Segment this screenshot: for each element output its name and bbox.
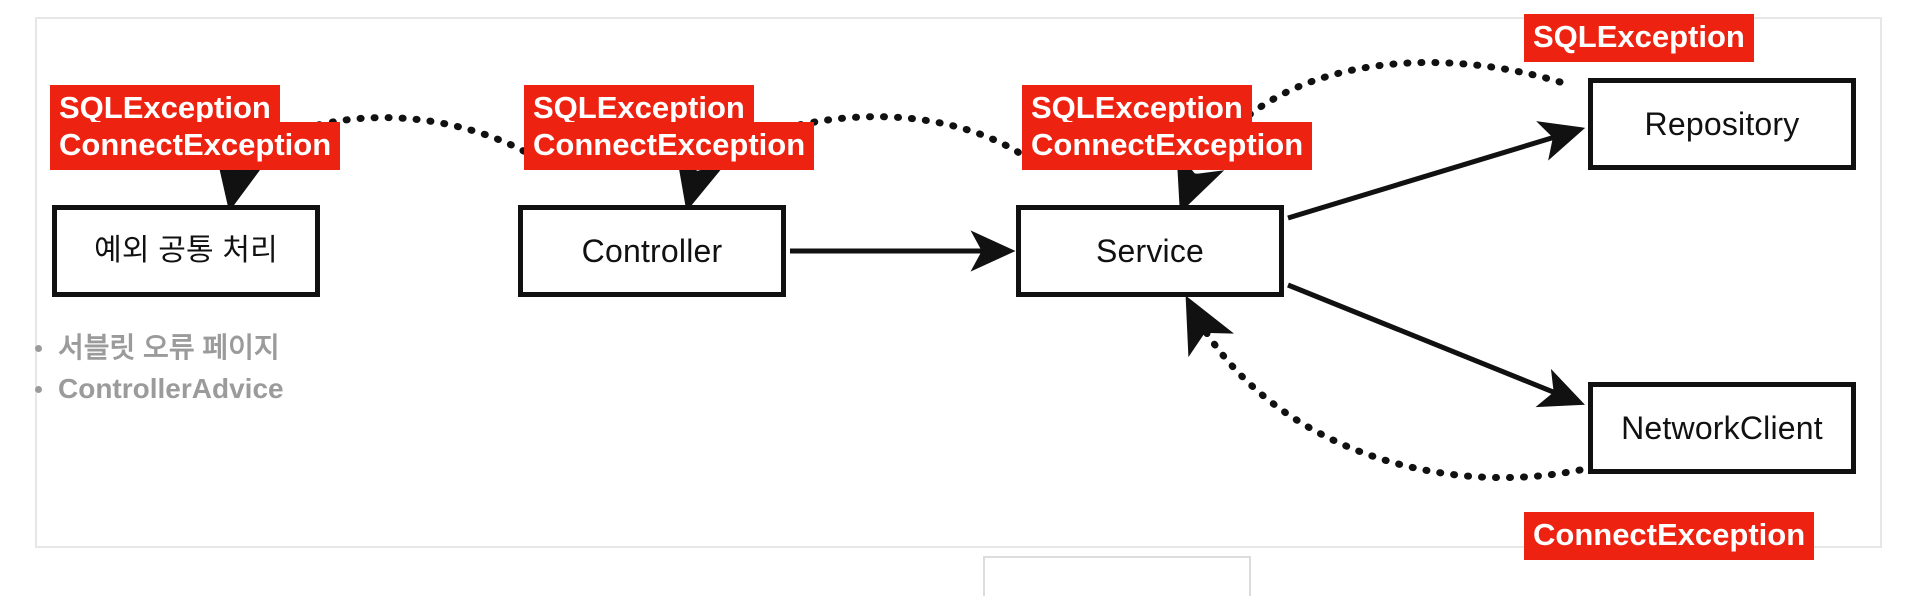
- list-item: ControllerAdvice: [24, 371, 444, 408]
- node-service: Service: [1016, 205, 1284, 297]
- node-controller-label: Controller: [581, 233, 723, 269]
- exception-label-repository-sql: SQLException: [1524, 14, 1754, 62]
- edge-service-to-networkclient: [1287, 282, 1585, 408]
- edge-repository-to-service: [1176, 59, 1564, 214]
- node-exception-handler: 예외 공통 처리: [52, 205, 320, 297]
- next-slide-peek: [983, 556, 1251, 596]
- node-service-label: Service: [1095, 233, 1205, 269]
- notes-list: 서블릿 오류 페이지 ControllerAdvice: [24, 330, 444, 412]
- node-controller: Controller: [518, 205, 786, 297]
- edge-networkclient-to-service: [1185, 295, 1584, 482]
- exception-label-service-connect: ConnectException: [1022, 122, 1313, 170]
- node-exception-handler-label: 예외 공통 처리: [94, 234, 278, 267]
- list-item: 서블릿 오류 페이지: [24, 330, 444, 367]
- slide-frame: [35, 17, 1882, 548]
- node-network-client-label: NetworkClient: [1621, 410, 1823, 446]
- exception-label-handler-connect: ConnectException: [50, 122, 341, 170]
- diagram-canvas: SQLException ConnectException SQLExcepti…: [24, 14, 1882, 596]
- exception-label-network-connect: ConnectException: [1524, 512, 1815, 560]
- edge-service-to-repository: [1287, 121, 1586, 221]
- exception-label-controller-connect: ConnectException: [524, 122, 815, 170]
- node-network-client: NetworkClient: [1588, 382, 1856, 474]
- node-repository: Repository: [1588, 78, 1856, 170]
- node-repository-label: Repository: [1644, 106, 1800, 142]
